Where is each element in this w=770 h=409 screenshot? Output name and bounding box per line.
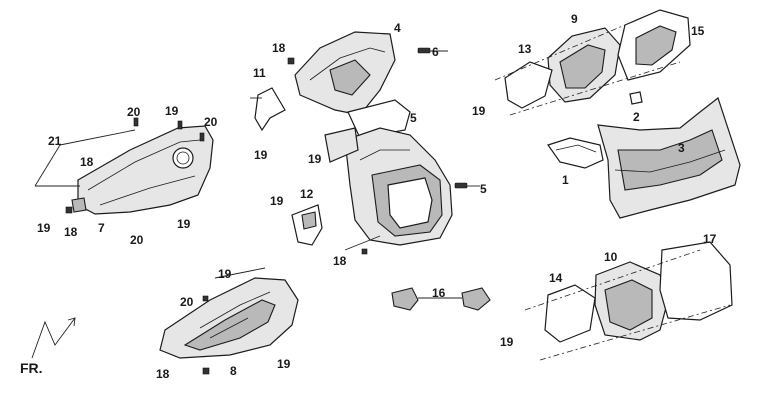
part-clip-2 xyxy=(629,91,643,105)
callout-1: 1 xyxy=(562,173,569,187)
callout-18-bottom: 18 xyxy=(156,367,170,381)
callout-19-f: 19 xyxy=(270,194,284,208)
callout-19-d: 19 xyxy=(254,148,268,162)
callout-19-h: 19 xyxy=(218,267,232,281)
callout-16: 16 xyxy=(432,286,446,300)
callout-19-j: 19 xyxy=(500,335,514,349)
callout-6: 6 xyxy=(432,45,439,59)
callout-5-upper: 5 xyxy=(410,111,417,125)
callout-13: 13 xyxy=(518,42,532,56)
callout-19-a: 19 xyxy=(165,104,179,118)
part-front-cover-3 xyxy=(597,97,741,219)
callout-8: 8 xyxy=(230,364,237,378)
part-center-inner-body xyxy=(324,127,453,251)
callout-5-lower: 5 xyxy=(480,182,487,196)
callout-7: 7 xyxy=(98,221,105,235)
callout-18-top: 18 xyxy=(272,41,286,55)
part-bracket-11 xyxy=(250,87,286,132)
callout-20-d: 20 xyxy=(180,295,194,309)
callout-17: 17 xyxy=(703,232,717,246)
callout-4: 4 xyxy=(394,21,401,35)
callout-12: 12 xyxy=(300,187,314,201)
callout-2: 2 xyxy=(633,110,640,124)
part-lower-inner-panel xyxy=(159,267,299,359)
callout-19-g: 19 xyxy=(472,104,486,118)
callout-20-b: 20 xyxy=(204,115,218,129)
callout-15: 15 xyxy=(691,24,705,38)
front-direction-label: FR. xyxy=(20,360,43,376)
callout-19-i: 19 xyxy=(277,357,291,371)
callout-11: 11 xyxy=(253,66,266,80)
callout-10: 10 xyxy=(604,250,618,264)
part-lens-1 xyxy=(547,137,604,169)
callout-18-left-bottom: 18 xyxy=(64,225,78,239)
front-direction-arrow xyxy=(31,317,76,359)
part-lower-right-box xyxy=(524,241,733,361)
callout-20-a: 20 xyxy=(127,105,141,119)
part-meter-housing xyxy=(494,9,691,116)
screw-parts xyxy=(65,47,480,375)
callout-9: 9 xyxy=(571,12,578,26)
part-left-side-cover xyxy=(34,125,214,215)
callout-19-c: 19 xyxy=(37,221,51,235)
part-upper-front-panel xyxy=(294,31,411,139)
callout-19-b: 19 xyxy=(177,217,191,231)
part-brackets-16 xyxy=(391,287,491,311)
callout-14: 14 xyxy=(549,271,563,285)
callout-3: 3 xyxy=(678,141,685,155)
callout-19-e: 19 xyxy=(308,152,322,166)
callout-18-left: 18 xyxy=(80,155,94,169)
callout-20-c: 20 xyxy=(130,233,144,247)
part-bracket-12 xyxy=(291,204,323,246)
callout-21: 21 xyxy=(48,134,62,148)
callout-18-center: 18 xyxy=(333,254,347,268)
